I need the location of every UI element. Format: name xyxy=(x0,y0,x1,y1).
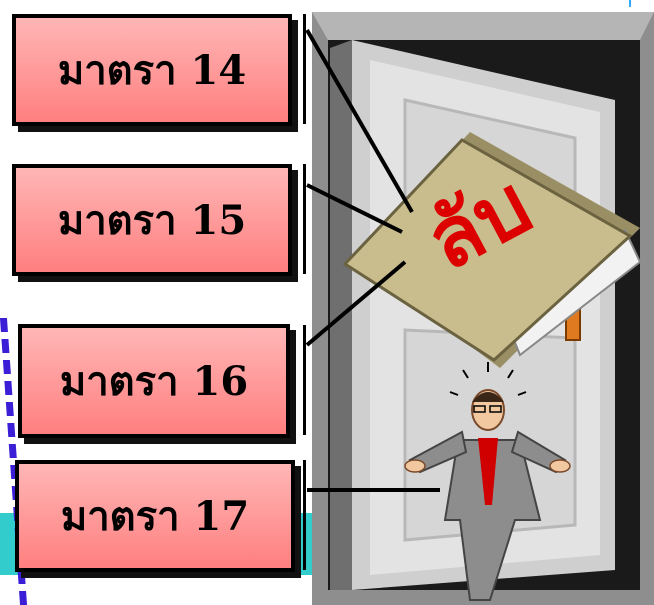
section-16-box[interactable]: มาตรา 16 xyxy=(18,324,290,438)
connector-lines xyxy=(305,29,440,492)
confused-man-icon xyxy=(404,362,571,601)
section-15-box[interactable]: มาตรา 15 xyxy=(12,164,292,276)
box-tick-15 xyxy=(303,164,306,274)
section-14-box[interactable]: มาตรา 14 xyxy=(12,14,292,126)
section-17-label: มาตรา 17 xyxy=(60,493,250,540)
corner-mark xyxy=(629,0,631,7)
secret-folder-icon: ลับ xyxy=(342,132,642,368)
section-14-label: มาตรา 14 xyxy=(57,47,247,94)
section-17-box[interactable]: มาตรา 17 xyxy=(15,460,295,572)
box-tick-14 xyxy=(303,14,306,124)
box-tick-17 xyxy=(303,460,306,570)
section-15-label: มาตรา 15 xyxy=(57,197,247,244)
section-16-label: มาตรา 16 xyxy=(59,358,249,405)
box-tick-16 xyxy=(303,325,306,435)
